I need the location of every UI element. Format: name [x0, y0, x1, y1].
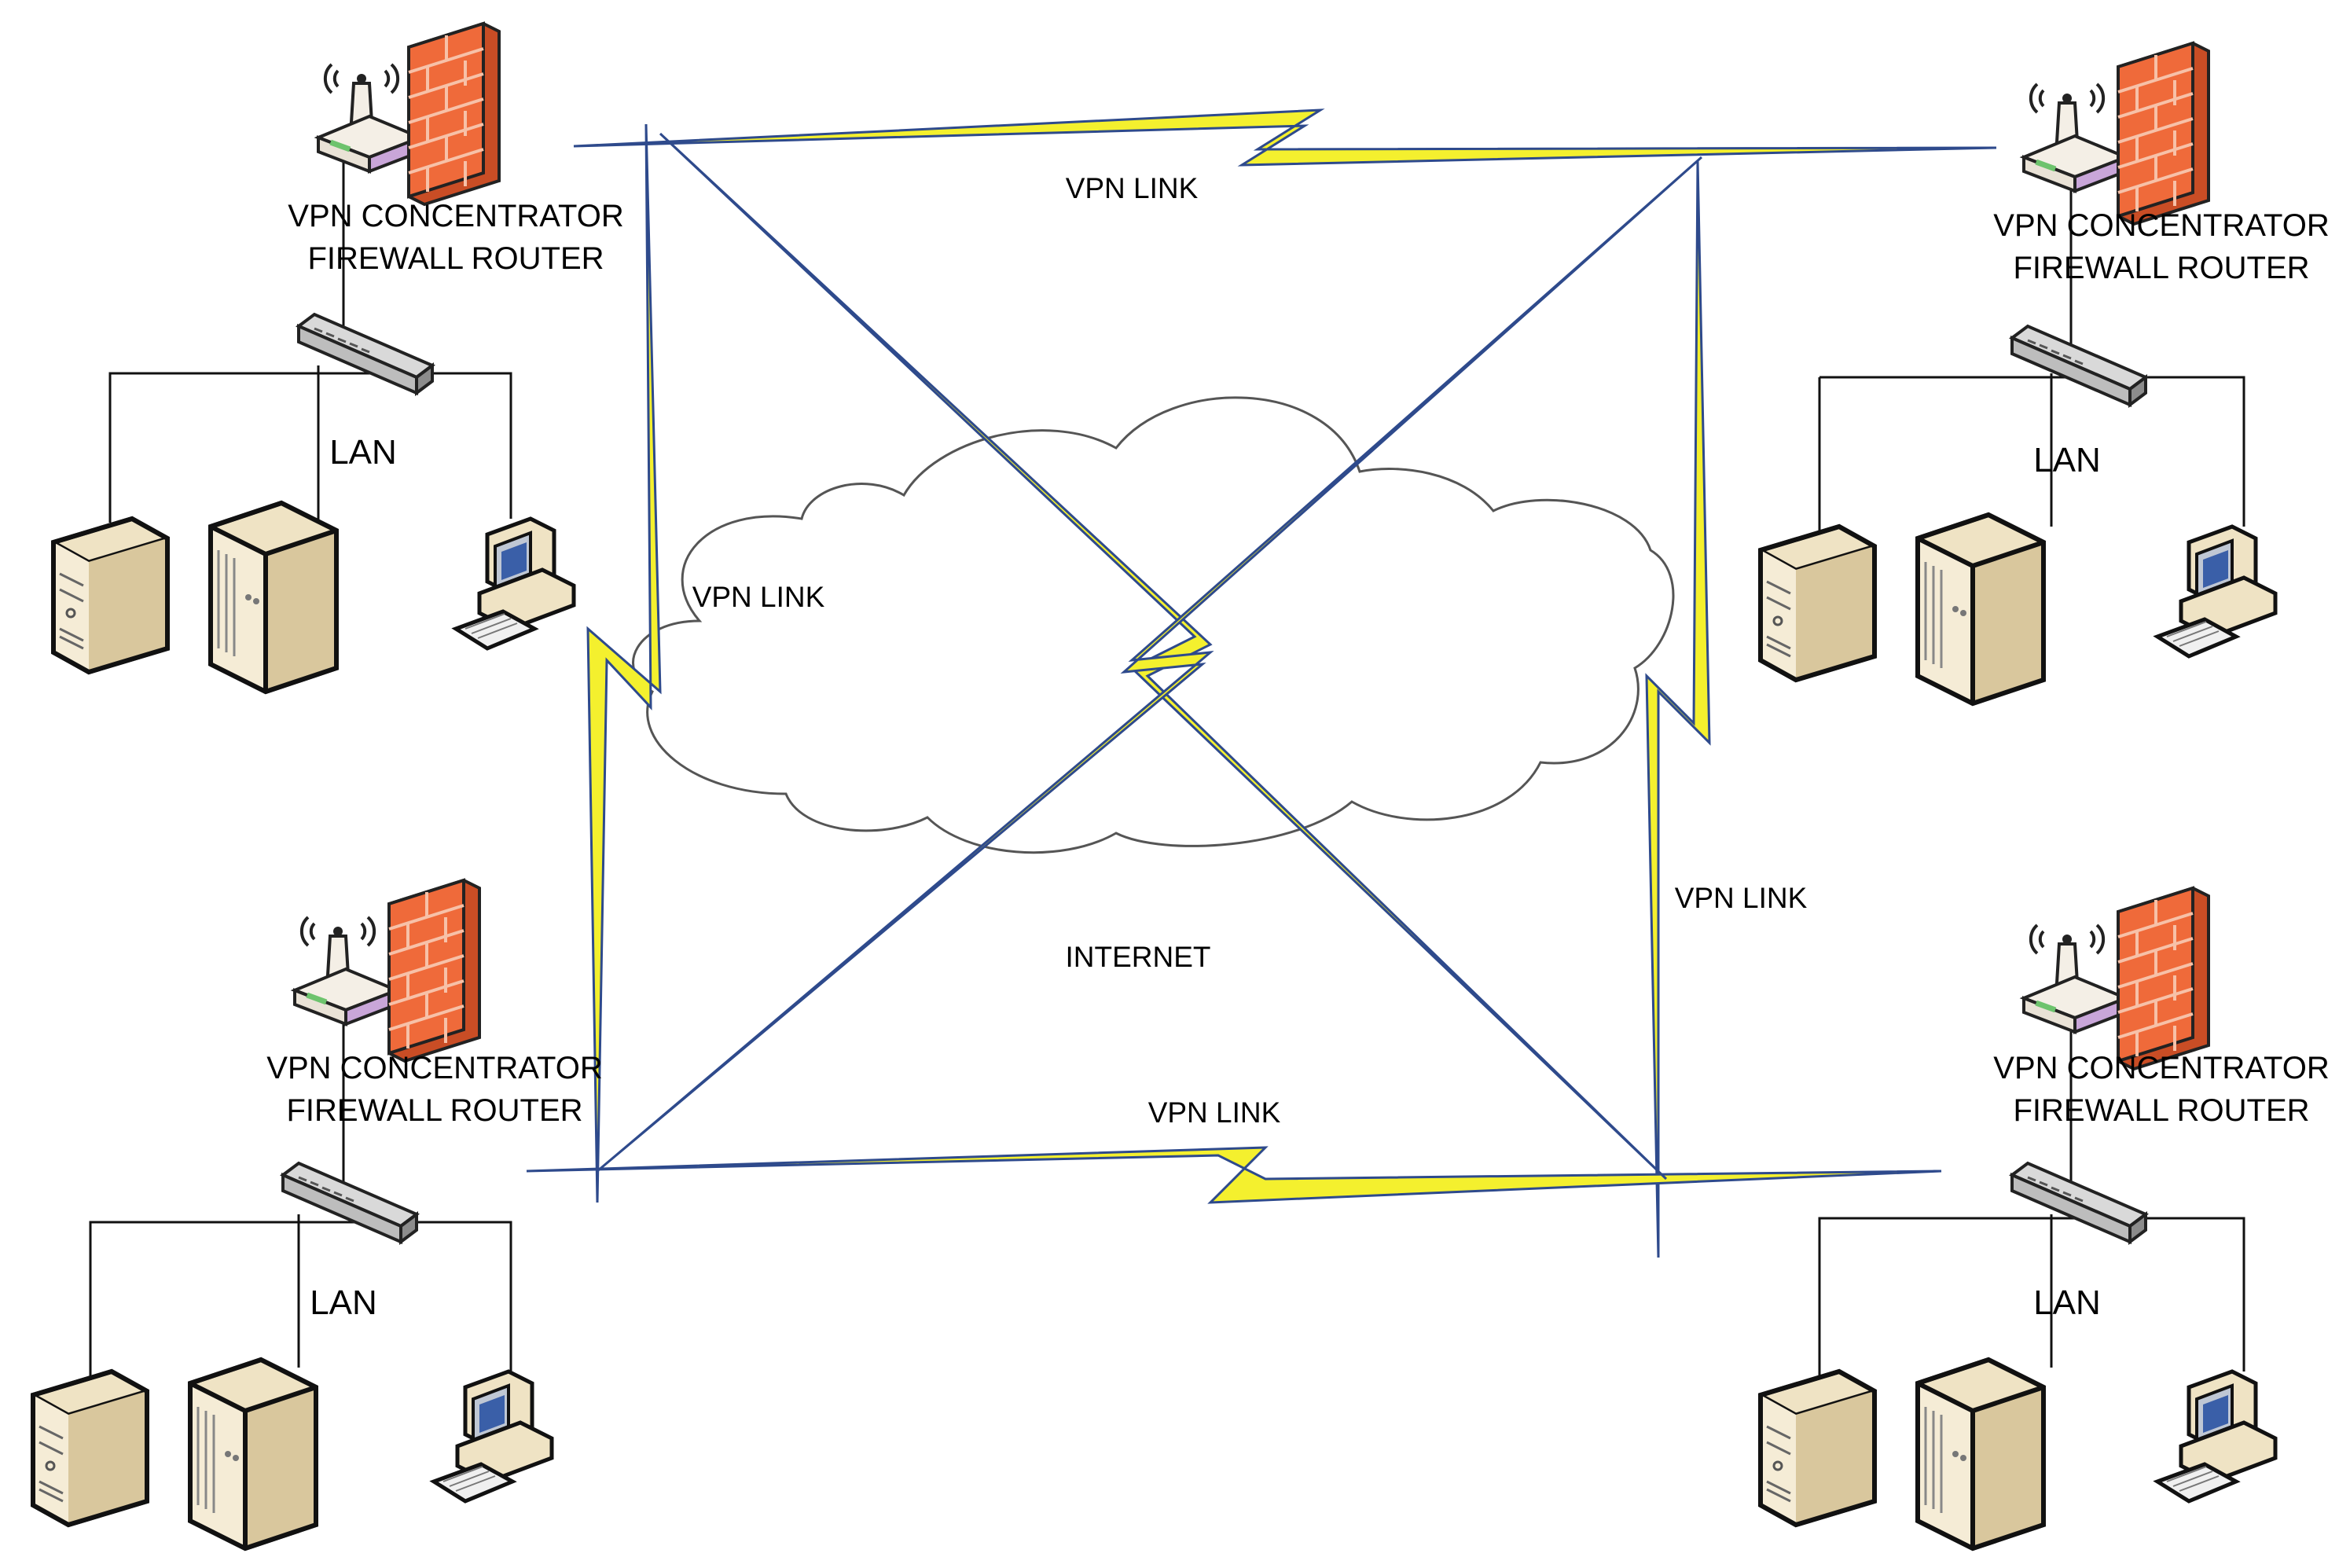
workstation-icon	[2157, 1372, 2275, 1501]
device-label-line1: VPN CONCENTRATOR	[1993, 1051, 2329, 1085]
firewall-icon	[2117, 42, 2210, 226]
vpn-link-bottom-bolt	[526, 1146, 1942, 1204]
lan-label: LAN	[2033, 441, 2101, 479]
vpn-link-right-bolt	[1645, 160, 1711, 1258]
switch-icon	[281, 1162, 418, 1243]
vpn-link-right-label: VPN LINK	[1675, 882, 1808, 914]
tower-server-icon	[1761, 527, 1874, 680]
site-bottom-right: VPN CONCENTRATOR FIREWALL ROUTER LAN	[1761, 887, 2330, 1548]
workstation-icon	[434, 1372, 552, 1501]
firewall-icon	[407, 22, 501, 206]
lan-label: LAN	[310, 1283, 377, 1322]
firewall-icon	[2117, 887, 2210, 1070]
server-icon	[1918, 1360, 2043, 1548]
router-icon	[2022, 924, 2128, 1034]
switch-icon	[2010, 325, 2147, 406]
vpn-link-left-label: VPN LINK	[692, 581, 825, 613]
device-label-line1: VPN CONCENTRATOR	[266, 1051, 602, 1085]
lan-label: LAN	[329, 433, 397, 472]
router-icon	[2022, 83, 2128, 193]
device-label-line1: VPN CONCENTRATOR	[288, 199, 623, 233]
device-label-line2: FIREWALL ROUTER	[286, 1093, 582, 1128]
vpn-link-top-label: VPN LINK	[1066, 172, 1199, 204]
lan-label: LAN	[2033, 1283, 2101, 1322]
tower-server-icon	[53, 519, 167, 672]
site-top-left: VPN CONCENTRATOR FIREWALL ROUTER LAN	[53, 22, 624, 692]
workstation-icon	[456, 519, 574, 648]
vpn-link-diagonal-b-bolt	[597, 156, 1702, 1173]
workstation-icon	[2157, 527, 2275, 656]
lan-wires	[108, 157, 512, 523]
device-label-line1: VPN CONCENTRATOR	[1993, 208, 2329, 243]
firewall-icon	[387, 879, 481, 1063]
tower-server-icon	[1761, 1372, 1874, 1525]
vpn-links	[526, 108, 1997, 1258]
vpn-link-top-bolt	[573, 108, 1997, 167]
router-icon	[293, 916, 398, 1026]
server-icon	[211, 503, 336, 692]
internet-cloud	[632, 396, 1675, 854]
device-label-line2: FIREWALL ROUTER	[2013, 1093, 2309, 1128]
internet-label: INTERNET	[1066, 941, 1211, 973]
tower-server-icon	[33, 1372, 147, 1525]
server-icon	[190, 1360, 316, 1548]
lan-wires	[89, 1022, 512, 1383]
switch-icon	[2010, 1162, 2147, 1243]
router-icon	[317, 63, 422, 173]
lan-wires	[1818, 1030, 2245, 1379]
site-bottom-left: VPN CONCENTRATOR FIREWALL ROUTER LAN	[33, 879, 603, 1548]
server-icon	[1918, 515, 2043, 703]
vpn-link-left-bolt	[586, 123, 662, 1203]
site-top-right: VPN CONCENTRATOR FIREWALL ROUTER LAN	[1761, 42, 2330, 703]
vpn-link-bottom-label: VPN LINK	[1148, 1096, 1281, 1129]
lan-wires	[1818, 189, 2245, 534]
device-label-line2: FIREWALL ROUTER	[307, 241, 604, 276]
device-label-line2: FIREWALL ROUTER	[2013, 251, 2309, 285]
